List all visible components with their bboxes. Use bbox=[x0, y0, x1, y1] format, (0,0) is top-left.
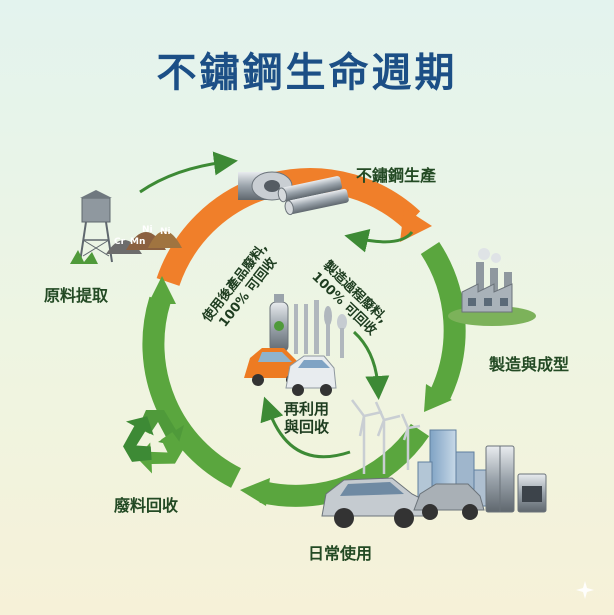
mineral-label-ni: Ni bbox=[142, 225, 153, 235]
refrigerator-icon bbox=[485, 445, 515, 513]
steel-coil-icon bbox=[238, 171, 349, 216]
oven-icon bbox=[517, 473, 547, 513]
page-title: 不鏽鋼生命週期 bbox=[156, 50, 458, 96]
inner-arrow-process-scrap-icon bbox=[344, 228, 414, 253]
steel-products-icon bbox=[269, 294, 347, 358]
reuse-line2: 與回收 bbox=[284, 418, 330, 436]
mineral-label-cr: Cr bbox=[114, 237, 126, 247]
mineral-label-ni2: Ni bbox=[160, 227, 171, 237]
stage-label-raw-materials: 原料提取 bbox=[44, 286, 109, 305]
ring-arc-green-right-head bbox=[424, 384, 452, 412]
inner-arrow-reuse-loop-icon bbox=[260, 396, 351, 459]
recycle-icon bbox=[123, 410, 184, 474]
wind-turbines-icon bbox=[351, 399, 421, 474]
reuse-label: 再利用 與回收 bbox=[284, 400, 329, 436]
ring-arc-orange-head bbox=[400, 208, 432, 242]
sparkle-icon bbox=[576, 581, 594, 599]
stage-label-recycling: 廢料回收 bbox=[114, 496, 179, 515]
stage-label-production: 不鏽鋼生產 bbox=[356, 166, 437, 185]
factory-icon bbox=[448, 248, 536, 326]
water-tower-icon bbox=[70, 190, 113, 264]
mineral-piles-icon bbox=[106, 231, 182, 254]
ring-arc-green-right bbox=[420, 241, 466, 400]
stage-label-daily-use: 日常使用 bbox=[308, 544, 373, 563]
ring-arc-green-bottom-head bbox=[240, 478, 270, 506]
suv-car-icon bbox=[321, 477, 485, 528]
ring-arc-green-left-head bbox=[148, 276, 176, 304]
car-white-icon bbox=[285, 355, 337, 396]
mineral-label-mn: Mn bbox=[130, 237, 145, 247]
inner-arrow-to-reuse-icon bbox=[352, 330, 390, 400]
reuse-line1: 再利用 bbox=[284, 400, 330, 418]
stage-label-manufacturing: 製造與成型 bbox=[489, 355, 570, 374]
outer-arrow-icon bbox=[139, 151, 238, 194]
ring-arc-green-left bbox=[142, 296, 242, 488]
